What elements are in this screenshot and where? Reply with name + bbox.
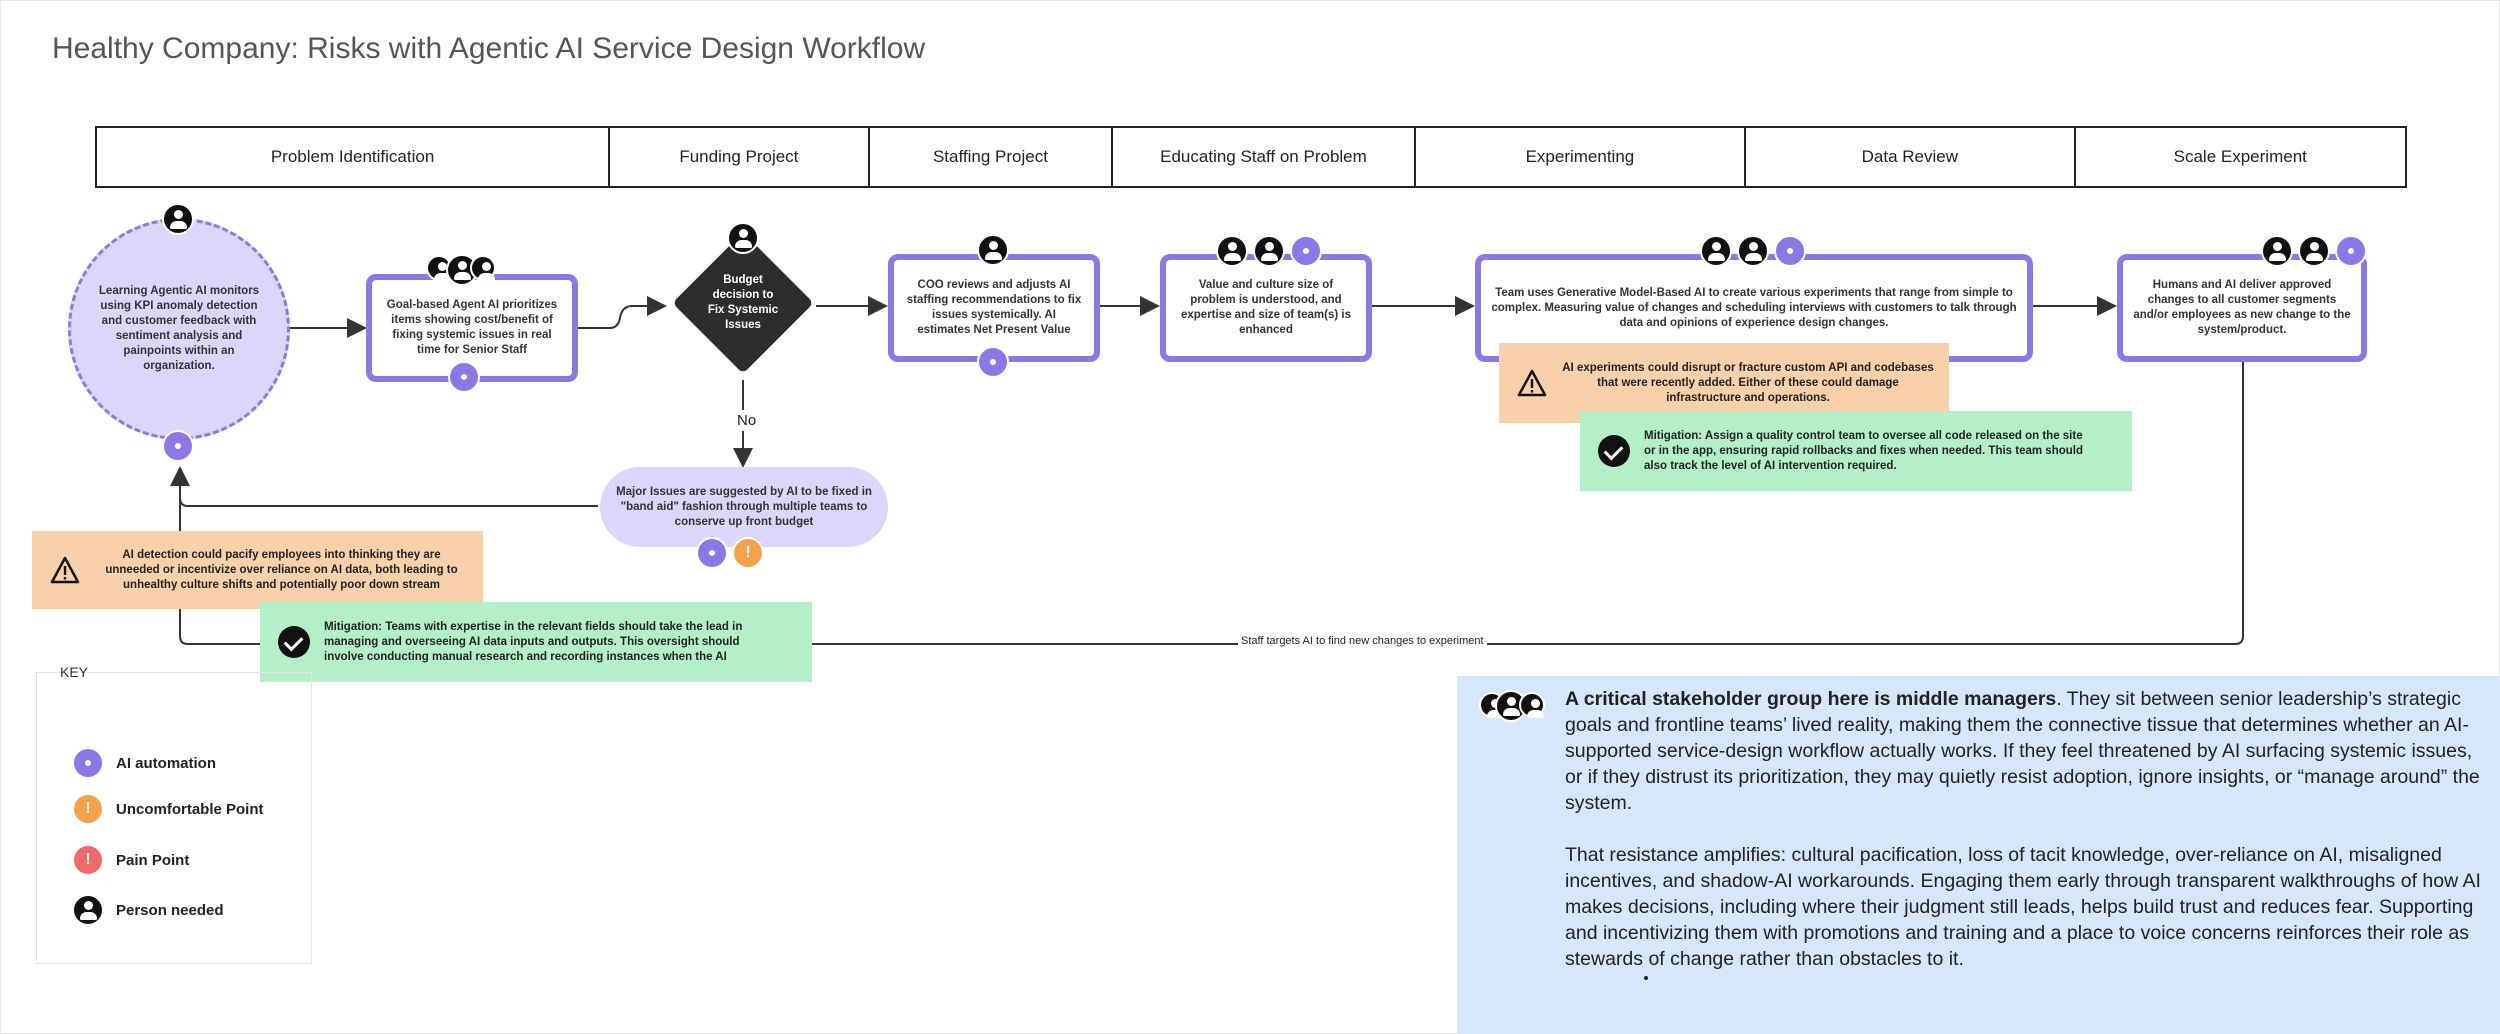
stage-funding-project: Funding Project xyxy=(610,128,870,186)
checkmark-icon xyxy=(278,626,310,658)
key-title: KEY xyxy=(60,664,89,680)
warning-icon xyxy=(50,556,80,584)
checkmark-icon xyxy=(1598,435,1630,467)
stage-data-review: Data Review xyxy=(1746,128,2076,186)
stage-experimenting: Experimenting xyxy=(1416,128,1747,186)
person-needed-icon xyxy=(2261,235,2293,267)
person-needed-icon xyxy=(977,234,1009,266)
stage-staffing-project: Staffing Project xyxy=(870,128,1114,186)
stakeholder-info-panel: A critical stakeholder group here is mid… xyxy=(1457,676,2500,1034)
mitigation-note-detection-text: Mitigation: Teams with expertise in the … xyxy=(324,620,743,663)
stakeholder-info-text: A critical stakeholder group here is mid… xyxy=(1565,686,2485,998)
node-humans-ai-text: Humans and AI deliver approved changes t… xyxy=(2133,279,2351,336)
node-major-issues[interactable]: Major Issues are suggested by AI to be f… xyxy=(600,467,888,547)
ai-automation-icon xyxy=(72,747,104,779)
mitigation-note-experiments: Mitigation: Assign a quality control tea… xyxy=(1580,411,2132,491)
pain-point-icon xyxy=(72,844,104,876)
info-paragraph-2: That resistance amplifies: cultural paci… xyxy=(1565,844,2481,970)
stage-scale-experiment: Scale Experiment xyxy=(2173,147,2307,166)
mitigation-note-experiments-text: Mitigation: Assign a quality control tea… xyxy=(1644,429,2083,472)
key-label: Pain Point xyxy=(116,851,190,869)
risk-note-detection-text: AI detection could pacify employees into… xyxy=(105,548,458,591)
node-goal-based-text: Goal-based Agent AI prioritizes items sh… xyxy=(386,299,558,356)
key-item-pain-point: Pain Point xyxy=(72,844,189,876)
key-item-ai-automation: AI automation xyxy=(72,747,216,779)
key-label: Uncomfortable Point xyxy=(116,800,264,818)
edge-label-no: No xyxy=(733,410,761,431)
warning-icon xyxy=(1517,369,1547,397)
node-humans-ai-deliver[interactable]: Humans and AI deliver approved changes t… xyxy=(2117,254,2367,362)
stage-educating-staff: Educating Staff on Problem xyxy=(1113,128,1416,186)
key-item-person-needed: Person needed xyxy=(72,894,224,926)
info-lead-bold: A critical stakeholder group here is mid… xyxy=(1565,688,2057,710)
node-team-uses-text: Team uses Generative Model-Based AI to c… xyxy=(1491,286,2017,329)
risk-note-detection: AI detection could pacify employees into… xyxy=(32,531,483,609)
key-item-uncomfortable-point: Uncomfortable Point xyxy=(72,793,264,825)
ai-automation-icon xyxy=(977,346,1009,378)
risk-note-experiments-text: AI experiments could disrupt or fracture… xyxy=(1562,361,1934,404)
ai-automation-icon xyxy=(448,361,480,393)
edge-major-to-learning xyxy=(170,466,598,507)
node-budget-decision[interactable]: Budget decision to Fix Systemic Issues xyxy=(672,232,814,374)
person-needed-icon xyxy=(1519,692,1545,718)
node-value-culture-text: Value and culture size of problem is und… xyxy=(1180,279,1351,336)
ai-automation-icon xyxy=(1774,235,1806,267)
node-learning-agentic-ai[interactable]: Learning Agentic AI monitors using KPI a… xyxy=(68,218,290,440)
ai-automation-icon xyxy=(162,430,194,462)
key-label: AI automation xyxy=(116,754,216,772)
edge-goal-to-budget xyxy=(578,296,667,329)
key-label: Person needed xyxy=(116,901,224,919)
bullet-dot xyxy=(1644,976,1648,980)
person-needed-icon xyxy=(72,894,104,926)
node-major-issues-text: Major Issues are suggested by AI to be f… xyxy=(616,485,872,528)
info-lead-rest: . They sit between senior leadership’s s… xyxy=(1565,688,2480,814)
edge-humans-loop-back xyxy=(179,360,2244,645)
person-needed-icon xyxy=(1216,235,1248,267)
page-title: Healthy Company: Risks with Agentic AI S… xyxy=(52,32,926,65)
mitigation-note-detection: Mitigation: Teams with expertise in the … xyxy=(260,602,812,682)
node-budget-text: Budget decision to Fix Systemic Issues xyxy=(707,274,779,331)
person-needed-icon xyxy=(727,222,759,254)
stage-header-row: Problem Identification Funding Project S… xyxy=(95,126,2407,188)
key-legend xyxy=(36,672,312,964)
uncomfortable-point-icon xyxy=(72,793,104,825)
edge-label-staff-targets: Staff targets AI to find new changes to … xyxy=(1238,635,1487,647)
ai-automation-icon xyxy=(1290,235,1322,267)
stage-problem-identification: Problem Identification xyxy=(97,128,611,186)
node-learning-text: Learning Agentic AI monitors using KPI a… xyxy=(98,285,260,372)
person-needed-icon xyxy=(1737,235,1769,267)
person-needed-icon xyxy=(1700,235,1732,267)
person-needed-icon xyxy=(1253,235,1285,267)
node-coo-text: COO reviews and adjusts AI staffing reco… xyxy=(906,279,1082,336)
person-needed-icon xyxy=(470,255,496,281)
risk-note-experiments: AI experiments could disrupt or fracture… xyxy=(1499,343,1949,423)
person-needed-icon xyxy=(162,203,194,235)
person-needed-icon xyxy=(2298,235,2330,267)
uncomfortable-point-icon xyxy=(732,537,764,569)
node-value-culture[interactable]: Value and culture size of problem is und… xyxy=(1160,254,1372,362)
ai-automation-icon xyxy=(696,537,728,569)
ai-automation-icon xyxy=(2335,235,2367,267)
